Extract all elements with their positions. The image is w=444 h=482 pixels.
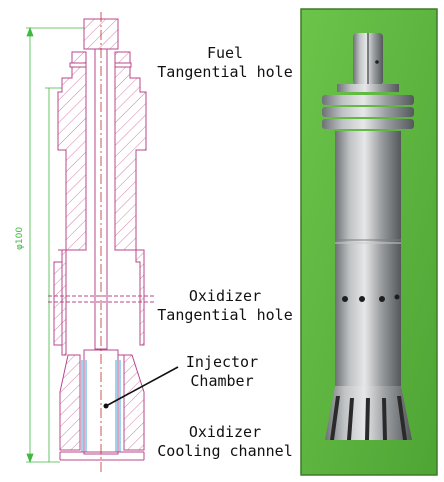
photo-thread-1 [322, 95, 414, 105]
cooling-channels [81, 360, 121, 452]
photo-thread-3 [322, 119, 414, 129]
photo-thread-2 [322, 107, 414, 117]
overall-length-dimension: φ100 [15, 227, 25, 250]
injector-chamber-label-line1: Injector [185, 353, 259, 371]
oxidizer-tangential-label-line2: Tangential hole [157, 306, 293, 324]
fuel-label-line2: Tangential hole [157, 63, 293, 81]
chamber-leader-line [105, 366, 179, 407]
photo-collar [337, 84, 399, 92]
fuel-label-line1: Fuel [206, 44, 244, 62]
injector-chamber-label-line2: Chamber [190, 372, 254, 390]
outer-outline [59, 451, 145, 461]
photo-oxidizer-holes [342, 294, 400, 302]
fuel-tangential-holes [69, 62, 132, 68]
dimension-lines [26, 26, 86, 464]
injector-chamber-label: Injector Chamber [172, 353, 272, 391]
oxidizer-tangential-label-line1: Oxidizer [188, 287, 262, 305]
chamber-leader-dot [103, 403, 109, 409]
oxidizer-cooling-label-line2: Cooling channel [157, 442, 293, 460]
fuel-tangential-hole-label: Fuel Tangential hole [157, 44, 293, 82]
injector-photo [300, 8, 438, 476]
oxidizer-cooling-label-line1: Oxidizer [188, 423, 262, 441]
cross-section-drawing: φ100 [15, 12, 179, 475]
oxidizer-cooling-channel-label: Oxidizer Cooling channel [157, 423, 293, 461]
photo-main-body [335, 131, 401, 386]
oxidizer-tangential-hole-label: Oxidizer Tangential hole [157, 287, 293, 325]
photo-cooling-slots [330, 396, 407, 440]
